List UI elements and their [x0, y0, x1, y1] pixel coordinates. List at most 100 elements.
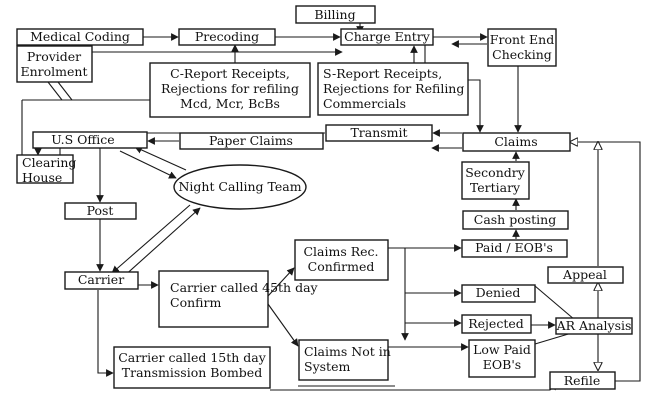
node-s-report-text: S-Report Receipts,Rejections for Refilin…: [323, 66, 464, 111]
node-ar-analysis-text: AR Analysis: [556, 318, 632, 333]
node-appeal-text: Appeal: [562, 267, 607, 282]
node-night-calling-text: Night Calling Team: [178, 179, 301, 194]
node-night-calling-text-line-1: Night Calling Team: [178, 179, 301, 194]
node-carrier-15-text-line-2: Transmission Bombed: [122, 365, 262, 380]
edge-denied-ar: [534, 285, 576, 321]
node-claims-rec-text: Claims Rec.Confirmed: [303, 244, 378, 274]
node-billing: Billing: [295, 5, 376, 24]
edge-45-claimsrec: [267, 267, 295, 297]
node-carrier-text-line-1: Carrier: [78, 272, 124, 287]
node-claims-rec-text-line-2: Confirmed: [308, 259, 375, 274]
node-carrier-15-text-line-1: Carrier called 15th day: [118, 350, 267, 365]
node-clearing-house-text-line-1: Clearing: [22, 155, 76, 170]
node-billing-text: Billing: [314, 7, 355, 22]
node-claims-text: Claims: [494, 134, 537, 149]
node-appeal: Appeal: [547, 266, 624, 284]
node-provider-text-line-2: Enrolment: [21, 64, 88, 79]
edge-night-carrier-b: [121, 207, 201, 279]
node-claims-text-line-1: Claims: [494, 134, 537, 149]
node-carrier-text: Carrier: [78, 272, 124, 287]
node-rejected-text: Rejected: [468, 316, 524, 331]
node-post-text: Post: [87, 203, 114, 218]
node-medical-coding-text-line-1: Medical Coding: [30, 29, 130, 44]
node-s-report-text-line-3: Commercials: [323, 96, 406, 111]
node-refile: Refile: [549, 371, 616, 390]
node-transmit-text-line-1: Transmit: [350, 125, 407, 140]
node-medical-coding-text: Medical Coding: [30, 29, 130, 44]
node-front-end-text-line-2: Checking: [492, 47, 552, 62]
node-cash-posting-text: Cash posting: [474, 212, 556, 227]
node-clearing-house-text-line-2: House: [22, 170, 62, 185]
node-ar-analysis: AR Analysis: [555, 317, 633, 335]
node-charge-entry-text-line-1: Charge Entry: [344, 29, 431, 44]
nodes: Billing Medical Coding Precoding Charge …: [16, 5, 633, 390]
node-post: Post: [64, 202, 137, 220]
node-night-calling: Night Calling Team: [173, 164, 307, 210]
node-paper-claims-text: Paper Claims: [209, 133, 293, 148]
node-refile-text-line-1: Refile: [564, 373, 601, 388]
node-claims-rec-text-line-1: Claims Rec.: [303, 244, 378, 259]
edge-15-refile: [270, 383, 558, 390]
node-denied: Denied: [461, 284, 536, 303]
node-cash-posting: Cash posting: [462, 210, 569, 230]
node-claims-not-text-line-2: System: [304, 359, 350, 374]
node-c-report: C-Report Receipts,Rejections for refilin…: [149, 62, 311, 118]
node-precoding-text-line-1: Precoding: [195, 29, 259, 44]
node-carrier-45-text-line-2: Confirm: [170, 295, 221, 310]
node-c-report-text-line-1: C-Report Receipts,: [170, 66, 290, 81]
node-us-office: U.S Office: [32, 131, 148, 149]
node-paid-text-line-1: Paid / EOB's: [475, 240, 553, 255]
node-charge-entry-text: Charge Entry: [344, 29, 431, 44]
edge-night-carrier-a: [111, 204, 191, 274]
node-precoding: Precoding: [178, 28, 276, 46]
node-low-paid-text-line-1: Low Paid: [473, 342, 531, 357]
node-low-paid-text-line-2: EOB's: [483, 357, 521, 372]
node-provider-text-line-1: Provider: [27, 49, 81, 64]
node-denied-text: Denied: [476, 285, 521, 300]
node-secondary-text-line-1: Secondry: [465, 165, 526, 180]
node-secondary-text-line-2: Tertiary: [470, 180, 521, 195]
edge-provider-clearing-a: [47, 81, 63, 101]
node-claims: Claims: [462, 132, 571, 152]
node-carrier: Carrier: [64, 271, 139, 290]
node-carrier-45-text-line-1: Carrier called 45th day: [170, 280, 319, 295]
node-charge-entry: Charge Entry: [340, 28, 434, 46]
edge-carrier-15: [97, 290, 114, 377]
node-billing-text-line-1: Billing: [314, 7, 355, 22]
node-rejected: Rejected: [461, 314, 532, 334]
node-claims-not-text-line-1: Claims Not in: [304, 344, 391, 359]
node-c-report-text: C-Report Receipts,Rejections for refilin…: [161, 66, 299, 111]
node-denied-text-line-1: Denied: [476, 285, 521, 300]
node-s-report: S-Report Receipts,Rejections for Refilin…: [317, 62, 469, 116]
node-cash-posting-text-line-1: Cash posting: [474, 212, 556, 227]
node-c-report-text-line-2: Rejections for refiling: [161, 81, 299, 96]
node-us-office-text: U.S Office: [51, 132, 114, 147]
edge-usoffice-night-b: [134, 146, 187, 171]
node-paid: Paid / EOB's: [461, 239, 568, 258]
node-precoding-text: Precoding: [195, 29, 259, 44]
node-post-text-line-1: Post: [87, 203, 114, 218]
node-s-report-text-line-1: S-Report Receipts,: [323, 66, 442, 81]
node-rejected-text-line-1: Rejected: [468, 316, 524, 331]
node-s-report-text-line-2: Rejections for Refiling: [323, 81, 464, 96]
node-paper-claims: Paper Claims: [179, 132, 324, 150]
edge-45-claimsnot: [267, 303, 299, 347]
edge-provider-clearing-b: [57, 81, 73, 101]
node-appeal-text-line-1: Appeal: [562, 267, 607, 282]
